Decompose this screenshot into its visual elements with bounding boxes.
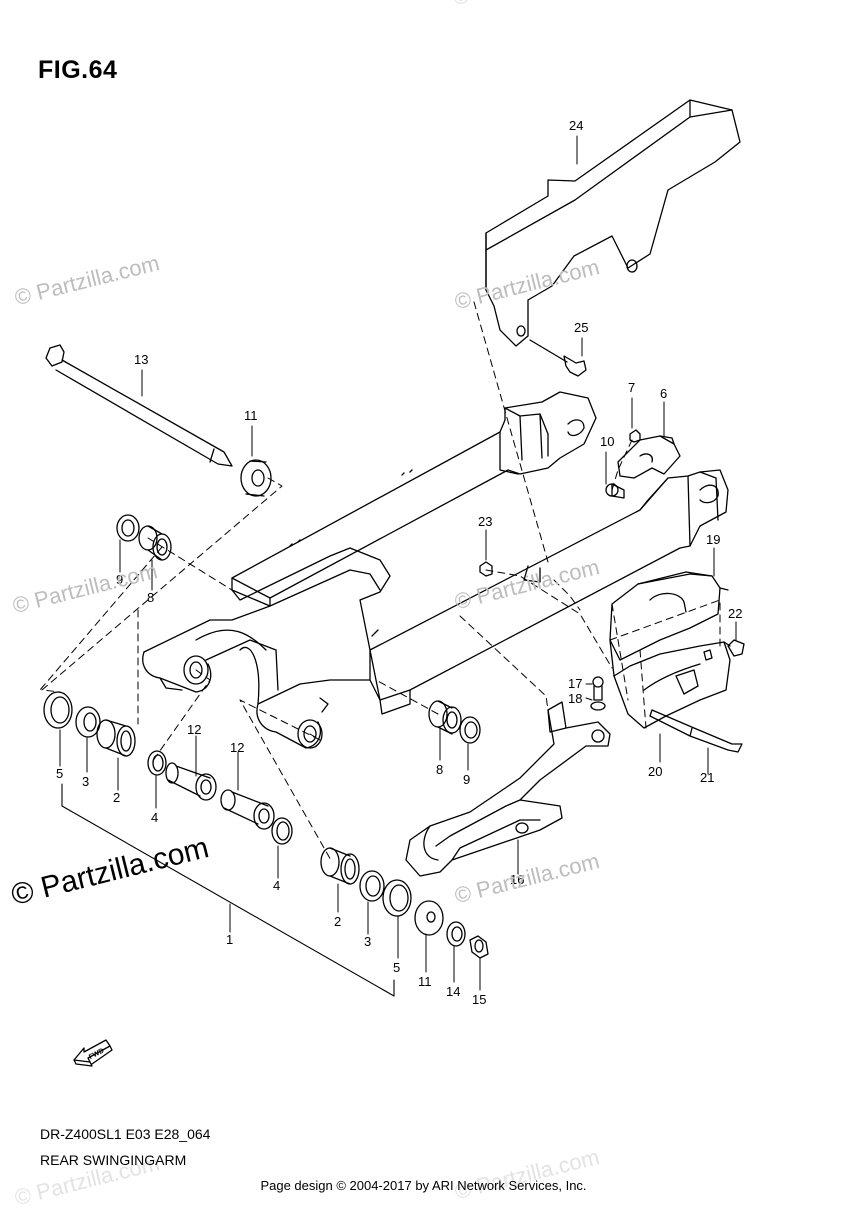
group-bracket-lines — [61, 783, 395, 997]
callout-3b: 3 — [364, 934, 371, 949]
swingarm-nut-part[interactable] — [479, 561, 541, 583]
bearing-part[interactable] — [96, 719, 136, 757]
model-code: DR-Z400SL1 E03 E28_064 — [40, 1126, 211, 1142]
callout-25: 25 — [574, 320, 588, 335]
assembly-lines — [39, 301, 721, 863]
callout-22: 22 — [728, 606, 742, 621]
chain-slider-part[interactable] — [405, 701, 611, 877]
callout-7: 7 — [628, 380, 635, 395]
bearing-part-2[interactable] — [320, 847, 360, 885]
chain-case-bolt-part[interactable] — [529, 339, 587, 377]
callout-labels: 24 25 13 11 7 6 10 23 9 8 19 22 17 18 12… — [56, 118, 742, 1007]
pivot-shaft-part[interactable] — [45, 344, 233, 467]
washer-part[interactable] — [446, 921, 466, 947]
dust-seal-part[interactable] — [43, 691, 73, 729]
callout-2b: 2 — [334, 914, 341, 929]
needle-bearing-part[interactable] — [138, 525, 172, 561]
callout-1: 1 — [226, 932, 233, 947]
oil-seal-part[interactable] — [116, 514, 140, 542]
chain-guide-part[interactable] — [609, 571, 731, 729]
callout-9b: 9 — [463, 772, 470, 787]
callout-9: 9 — [116, 572, 123, 587]
callout-18: 18 — [568, 691, 582, 706]
needle-bearing-part-2[interactable] — [428, 700, 462, 735]
dust-seal-part-2[interactable] — [382, 879, 412, 917]
callout-19: 19 — [706, 532, 720, 547]
callout-3a: 3 — [82, 774, 89, 789]
callout-12b: 12 — [230, 740, 244, 755]
forward-arrow-icon: FWD — [73, 1039, 113, 1067]
footer-copyright: Page design © 2004-2017 by ARI Network S… — [260, 1178, 587, 1193]
spacer-part-2[interactable] — [220, 789, 275, 830]
callout-23: 23 — [478, 514, 492, 529]
callout-11: 11 — [244, 408, 258, 423]
pivot-nut-part[interactable] — [469, 935, 489, 959]
callout-4a: 4 — [151, 810, 158, 825]
guide-bolt-part[interactable] — [592, 676, 604, 701]
thrust-washer-part[interactable] — [75, 706, 101, 738]
long-bolt-part[interactable] — [649, 709, 743, 753]
pivot-washer-part-2[interactable] — [414, 900, 444, 936]
stopper-bracket-part[interactable] — [617, 435, 681, 479]
seal-ring-part[interactable] — [147, 750, 167, 776]
small-nut-part[interactable] — [629, 429, 641, 443]
callout-8: 8 — [147, 590, 154, 605]
oil-seal-part-2[interactable] — [459, 716, 481, 744]
callout-16: 16 — [510, 872, 524, 887]
callout-2a: 2 — [113, 790, 120, 805]
swingarm-body-part[interactable] — [142, 391, 729, 749]
figure-title: FIG.64 — [38, 56, 118, 84]
callout-13: 13 — [134, 352, 148, 367]
callout-6: 6 — [660, 386, 667, 401]
spacer-part[interactable] — [165, 762, 217, 801]
callout-12a: 12 — [187, 722, 201, 737]
chain-case-part[interactable] — [485, 99, 741, 347]
seal-ring-part-2[interactable] — [271, 817, 293, 845]
callout-10: 10 — [600, 434, 614, 449]
pivot-washer-part[interactable] — [240, 459, 272, 497]
bracket-bolt-part[interactable] — [605, 483, 625, 499]
callout-14: 14 — [446, 984, 460, 999]
callout-20: 20 — [648, 764, 662, 779]
callout-24: 24 — [569, 118, 583, 133]
leader-lines — [59, 135, 737, 991]
callout-4b: 4 — [273, 878, 280, 893]
callout-5a: 5 — [56, 766, 63, 781]
callout-5b: 5 — [393, 960, 400, 975]
callout-8b: 8 — [436, 762, 443, 777]
chain-guide-bolt-part[interactable] — [723, 639, 745, 657]
callout-17: 17 — [568, 676, 582, 691]
callout-15: 15 — [472, 992, 486, 1007]
callout-11b: 11 — [418, 974, 432, 989]
diagram-subtitle: REAR SWINGINGARM — [40, 1152, 187, 1168]
guide-washer-part[interactable] — [590, 701, 606, 711]
callout-21: 21 — [700, 770, 714, 785]
thrust-washer-part-2[interactable] — [359, 870, 385, 902]
